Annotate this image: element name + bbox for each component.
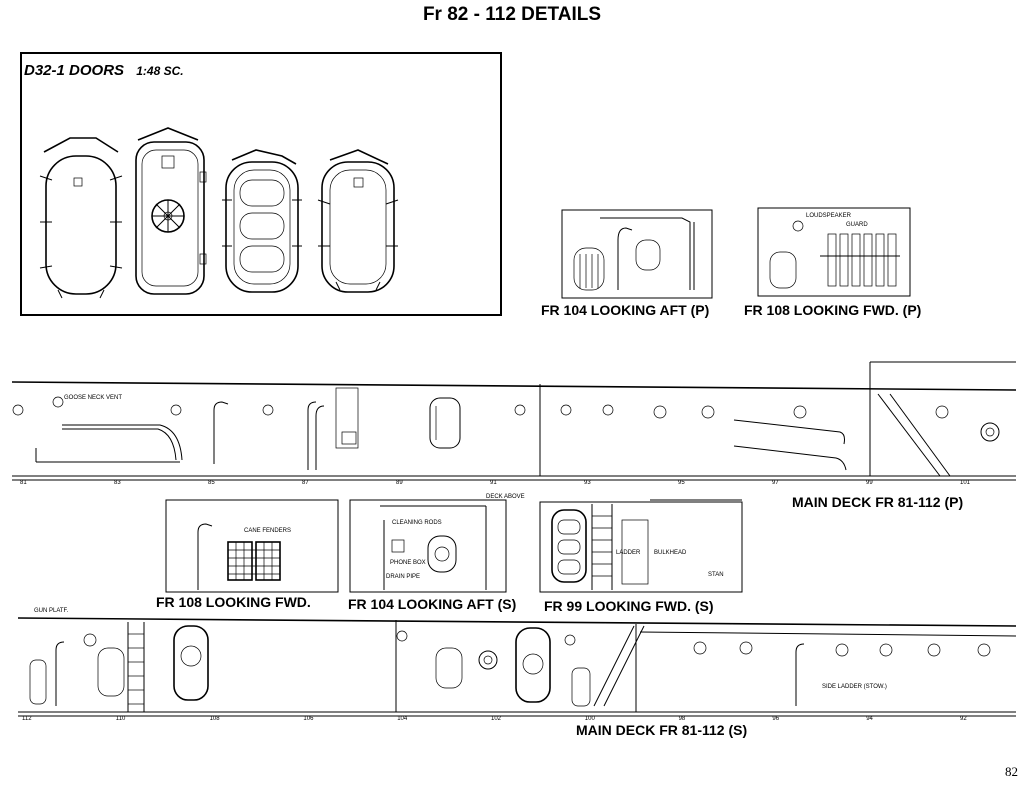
caption-fr104-aft-s: FR 104 LOOKING AFT (S) xyxy=(348,596,517,612)
ladder-label: LADDER xyxy=(616,550,641,556)
fr108-fwd-drawing xyxy=(165,499,339,593)
drain-pipe-label: DRAIN PIPE xyxy=(386,574,421,580)
frame-number-label: 112 xyxy=(22,716,32,722)
caption-fr99-fwd-s: FR 99 LOOKING FWD. (S) xyxy=(544,598,714,614)
fr99-fwd-s-drawing xyxy=(539,499,743,593)
frame-number-label: 104 xyxy=(397,716,408,722)
caption-fr104-aft-p: FR 104 LOOKING AFT (P) xyxy=(541,302,710,318)
goose-neck-vent-label: GOOSE NECK VENT xyxy=(64,395,123,401)
caption-fr108-fwd-p: FR 108 LOOKING FWD. (P) xyxy=(744,302,922,318)
side-ladder-label: SIDE LADDER (STOW.) xyxy=(822,684,887,690)
cane-fenders-label: CANE FENDERS xyxy=(244,528,292,534)
guard-label: GUARD xyxy=(846,222,868,228)
frame-number-label: 83 xyxy=(114,480,121,486)
frame-number-label: 110 xyxy=(115,716,126,722)
caption-fr108-fwd: FR 108 LOOKING FWD. xyxy=(156,594,311,610)
frame-number-label: 93 xyxy=(584,480,591,486)
frame-number-label: 100 xyxy=(584,716,595,722)
bulkhead-label: BULKHEAD xyxy=(654,550,687,556)
doors-panel-heading: DOORS xyxy=(69,62,125,79)
page-number: 82 xyxy=(1005,764,1018,779)
stan-label: STAN xyxy=(708,572,724,578)
phone-box-label: PHONE BOX xyxy=(390,560,426,566)
frame-number-label: 98 xyxy=(678,716,686,722)
main-deck-p-drawing xyxy=(11,361,1017,481)
frame-number-label: 87 xyxy=(302,480,309,486)
door-drawing-1 xyxy=(39,137,123,299)
doors-panel xyxy=(20,52,502,316)
cleaning-rods-label: CLEANING RODS xyxy=(392,520,442,526)
fr104-aft-s-drawing xyxy=(349,499,507,593)
caption-main-deck-s: MAIN DECK FR 81-112 (S) xyxy=(576,722,748,738)
frame-number-label: 99 xyxy=(866,480,873,486)
main-deck-s-drawing xyxy=(17,617,1017,717)
page-title: Fr 82 - 112 DETAILS xyxy=(422,4,602,25)
door-drawing-4 xyxy=(317,149,399,293)
caption-main-deck-p: MAIN DECK FR 81-112 (P) xyxy=(792,494,964,510)
frame-number-label: 106 xyxy=(303,716,314,722)
fr108-fwd-p-drawing xyxy=(757,207,911,297)
frame-number-label: 92 xyxy=(960,716,967,722)
door-drawing-2 xyxy=(135,127,207,295)
frame-number-label: 85 xyxy=(208,480,215,486)
frame-number-label: 108 xyxy=(209,716,220,722)
frame-number-label: 101 xyxy=(960,480,971,486)
gun-platform-label: GUN PLATF. xyxy=(34,608,69,614)
frame-number-label: 97 xyxy=(772,480,779,486)
doors-panel-title: D32-1 DOORS 1:48 SC. xyxy=(24,62,184,79)
frame-number-label: 81 xyxy=(20,480,27,486)
door-drawing-3 xyxy=(222,149,302,293)
frame-number-label: 91 xyxy=(490,480,497,486)
frame-number-label: 96 xyxy=(772,716,780,722)
frame-number-label: 94 xyxy=(866,716,873,722)
loudspeaker-label: LOUDSPEAKER xyxy=(806,213,852,219)
frame-number-label: 89 xyxy=(396,480,403,486)
doors-panel-scale: 1:48 SC. xyxy=(136,64,184,78)
deck-above-label: DECK ABOVE xyxy=(486,494,525,500)
fr104-aft-p-drawing xyxy=(561,209,713,299)
frame-number-label: 102 xyxy=(491,716,502,722)
doors-panel-label: D32-1 xyxy=(24,62,65,79)
frame-number-label: 95 xyxy=(678,480,685,486)
